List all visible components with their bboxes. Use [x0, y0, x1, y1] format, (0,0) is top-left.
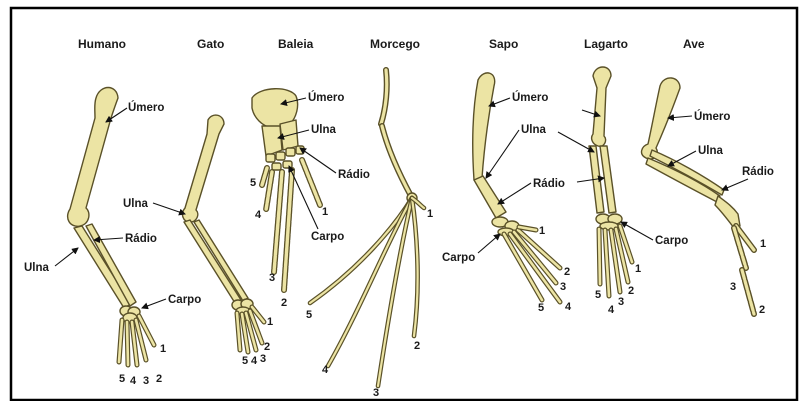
label-humano-radio: Rádio	[125, 233, 157, 245]
human-digit-2: 2	[156, 373, 162, 385]
label-gato-ulna: Ulna	[123, 198, 149, 210]
whale-digit-5: 5	[250, 177, 256, 189]
human-digit-4: 4	[130, 375, 137, 387]
title-morcego: Morcego	[370, 37, 420, 51]
label-humano-umero: Úmero	[128, 101, 164, 114]
frog-digit-4: 4	[565, 301, 572, 313]
lizard-digit-4: 4	[608, 304, 615, 316]
bird-digit-1: 1	[760, 238, 766, 250]
frog-radioulna	[474, 176, 506, 218]
label-humano-carpo: Carpo	[168, 294, 201, 306]
frog-digit-1: 1	[539, 225, 545, 237]
label-humano-ulna: Ulna	[24, 262, 50, 274]
lizard-digit-3: 3	[618, 296, 624, 308]
cat-digit-5: 5	[242, 355, 248, 367]
whale-digit-1: 1	[322, 206, 328, 218]
label-ave-ulna: Ulna	[698, 145, 724, 157]
label-baleia-radio: Rádio	[338, 169, 370, 181]
label-baleia-carpo: Carpo	[311, 231, 344, 243]
title-humano: Humano	[78, 37, 126, 51]
cat-digit-3: 3	[260, 353, 266, 365]
label-baleia-umero: Úmero	[308, 91, 344, 104]
frog-humerus	[473, 73, 495, 180]
human-humerus	[68, 88, 118, 227]
title-ave: Ave	[683, 37, 705, 51]
cat-digits	[237, 307, 264, 352]
lizard-digit-2: 2	[628, 285, 634, 297]
label-ave-radio: Rádio	[742, 166, 774, 178]
lizard-digit-1: 1	[635, 263, 641, 275]
bat-digits	[310, 198, 424, 386]
cat-radius	[194, 220, 248, 301]
cat-ulna	[184, 220, 241, 303]
whale-digits	[262, 160, 320, 290]
cat-humerus	[183, 115, 224, 222]
label-ave-umero: Úmero	[694, 110, 730, 123]
frog-digits	[504, 227, 560, 302]
title-sapo: Sapo	[489, 37, 518, 51]
title-lagarto: Lagarto	[584, 37, 628, 51]
whale-limb: Úmero Ulna Rádio Carpo 1 2 3 4 5	[250, 89, 370, 309]
bat-digit-5: 5	[306, 309, 312, 321]
bird-digit-3: 3	[730, 281, 736, 293]
frog-digit-5: 5	[538, 302, 544, 314]
bat-digit-4: 4	[322, 364, 329, 376]
bird-limb: Úmero Ulna Rádio 1 2 3	[642, 78, 774, 316]
label-sapo-carpo: Carpo	[442, 252, 475, 264]
bird-humerus	[642, 78, 680, 159]
frog-limb: Úmero Ulna Rádio Carpo 1 2 3 4 5	[442, 73, 572, 314]
human-limb: Úmero Ulna Rádio Carpo 1 2 3 4 5	[24, 88, 201, 388]
human-digits	[119, 316, 154, 365]
lizard-humerus	[592, 67, 611, 146]
bird-digit-2: 2	[759, 304, 765, 316]
whale-digit-3: 3	[269, 272, 275, 284]
cat-digit-4: 4	[251, 355, 258, 367]
whale-digit-4: 4	[255, 209, 262, 221]
human-digit-5: 5	[119, 373, 125, 385]
cat-digit-1: 1	[267, 316, 273, 328]
title-baleia: Baleia	[278, 37, 314, 51]
bat-digit-1: 1	[427, 208, 433, 220]
human-digit-1: 1	[160, 343, 166, 355]
title-gato: Gato	[197, 37, 224, 51]
lizard-digit-5: 5	[595, 289, 601, 301]
label-sapo-umero: Úmero	[512, 91, 548, 104]
bat-digit-2: 2	[414, 340, 420, 352]
label-baleia-ulna: Ulna	[311, 124, 337, 136]
bird-digits	[734, 226, 754, 314]
bat-digit-3: 3	[373, 387, 379, 399]
cat-digit-2: 2	[264, 341, 270, 353]
label-lagarto-carpo: Carpo	[655, 235, 688, 247]
frog-digit-2: 2	[564, 266, 570, 278]
human-digit-3: 3	[143, 375, 149, 387]
whale-digit-2: 2	[281, 297, 287, 309]
label-sapo-radio: Rádio	[533, 178, 565, 190]
frog-digit-3: 3	[560, 281, 566, 293]
